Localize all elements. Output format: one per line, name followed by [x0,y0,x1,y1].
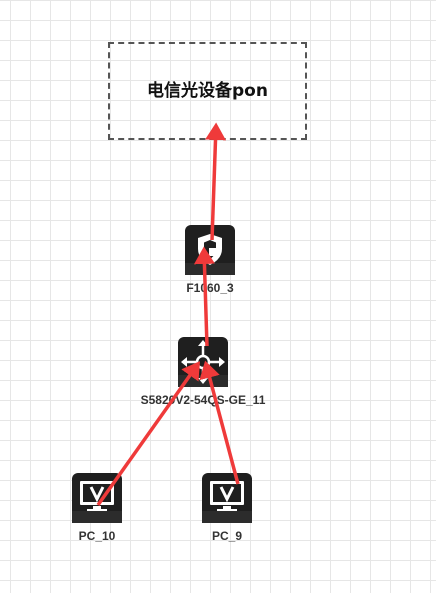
firewall-shield-icon [185,225,235,275]
switch-arrows-icon [178,337,228,387]
node-switch[interactable] [178,337,228,387]
node-pc-9[interactable] [202,473,252,523]
node-pc-10[interactable] [72,473,122,523]
cloud-label: 电信光设备pon [147,80,268,101]
node-label-switch: S5820V2-54QS-GE_11 [140,393,266,407]
cloud-telecom-pon[interactable]: 电信光设备pon [108,42,307,140]
node-label-pc-9: PC_9 [211,529,243,543]
link-firewall-to-cloud [205,122,227,241]
pc-monitor-icon [202,473,252,523]
node-label-firewall: F1060_3 [186,281,234,295]
pc-monitor-icon [72,473,122,523]
node-label-pc-10: PC_10 [78,529,116,543]
node-firewall[interactable] [185,225,235,275]
